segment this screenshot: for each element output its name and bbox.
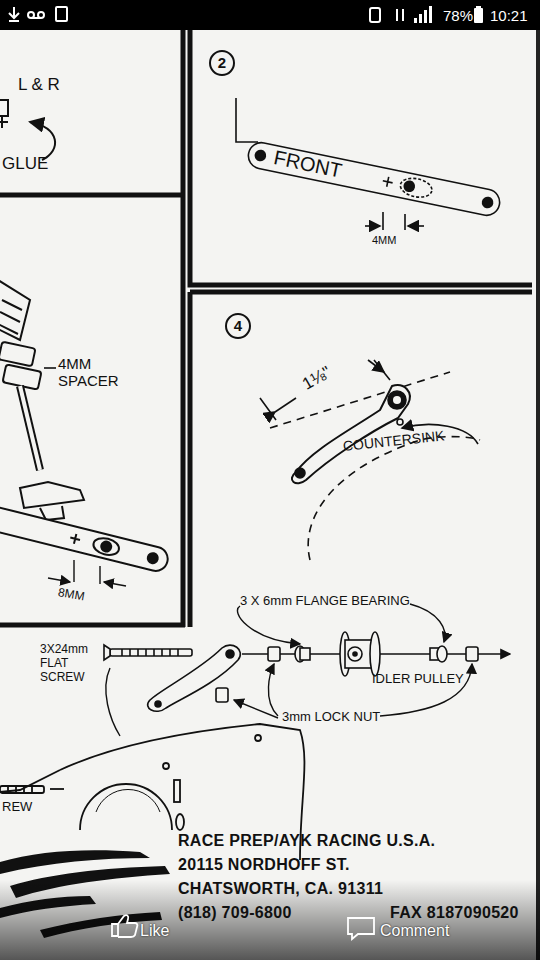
part-label: 4MM SPACER (58, 355, 124, 390)
part-label: 3 X 6mm FLANGE BEARING (240, 594, 410, 609)
like-button: Like (140, 922, 169, 940)
battery-text: 78% (443, 7, 473, 24)
part-label: 3X24mm FLAT SCREW (40, 643, 110, 684)
fax-number: FAX 8187090520 (390, 904, 519, 922)
part-label: 3mm LOCK NUT (282, 710, 380, 725)
clock-text: 10:21 (490, 7, 528, 24)
address-line: CHATSWORTH, CA. 91311 (178, 880, 383, 898)
comment-button: Comment (380, 922, 449, 940)
callout-number: 2 (216, 54, 228, 72)
part-label: IDLER PULLEY (372, 672, 464, 687)
part-label: L & R (18, 75, 60, 95)
dimension-label: 4MM (372, 234, 396, 247)
phone-number: (818) 709-6800 (178, 904, 292, 922)
address-line: 20115 NORDHOFF ST. (178, 856, 350, 874)
callout-number: 4 (232, 317, 244, 335)
note-label: GLUE (2, 154, 48, 174)
company-name: RACE PREP/AYK RACING U.S.A. (178, 832, 435, 850)
part-label: REW (2, 800, 32, 815)
